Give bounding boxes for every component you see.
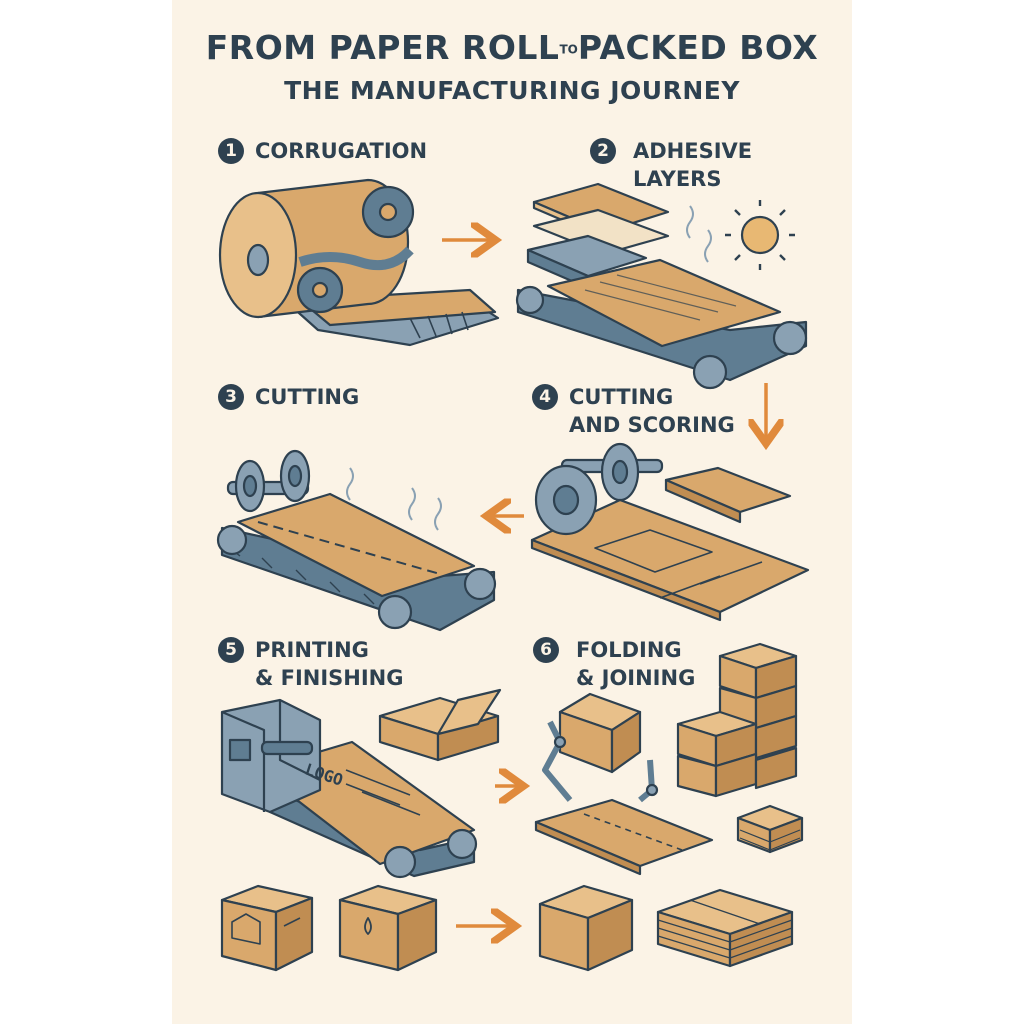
step-2-title-line1: ADHESIVE — [633, 139, 753, 163]
step-1-number: 1 — [218, 138, 244, 164]
step-4-label: 4 CUTTING AND SCORING — [532, 383, 735, 439]
step-4-title-line2: AND SCORING — [569, 413, 735, 437]
step-5-number: 5 — [218, 637, 244, 663]
step-6-title-line1: FOLDING — [576, 638, 682, 662]
step-1-label: 1 CORRUGATION — [218, 137, 427, 165]
step-3-number: 3 — [218, 384, 244, 410]
step-6-number: 6 — [533, 637, 559, 663]
title-part-start: FROM PAPER ROLL — [205, 28, 560, 67]
step-1-title: CORRUGATION — [255, 139, 428, 163]
box-with-handle-icon — [220, 884, 314, 972]
adhesive-layers-illustration — [515, 182, 808, 390]
bottom-box-row — [220, 884, 794, 972]
step-2-number: 2 — [590, 138, 616, 164]
step-2-title-line2: LAYERS — [633, 167, 722, 191]
step-3-label: 3 CUTTING — [218, 383, 359, 411]
step-5-label: 5 PRINTING & FINISHING — [218, 636, 404, 692]
step-3-title: CUTTING — [255, 385, 360, 409]
flat-packed-stack — [656, 888, 794, 968]
title-connector: TO — [559, 42, 578, 57]
step-6-title-line2: & JOINING — [576, 666, 696, 690]
main-title: FROM PAPER ROLLTOPACKED BOX — [0, 28, 1024, 67]
step-5-title-line1: PRINTING — [255, 638, 369, 662]
finished-box — [538, 884, 634, 972]
step-2-label: 2 ADHESIVE LAYERS — [590, 137, 752, 193]
folding-and-joining-illustration — [534, 642, 804, 876]
step-5-title-line2: & FINISHING — [255, 666, 404, 690]
cutting-and-scoring-illustration — [530, 442, 810, 622]
cutting-conveyor-illustration — [216, 449, 497, 632]
stacked-boxes — [676, 642, 798, 798]
step-6-label: 6 FOLDING & JOINING — [533, 636, 695, 692]
step-4-number: 4 — [532, 384, 558, 410]
subtitle: THE MANUFACTURING JOURNEY — [284, 76, 740, 105]
title-part-end: PACKED BOX — [577, 28, 819, 67]
printing-press-illustration: LOGO — [220, 688, 502, 879]
box-with-droplet-icon — [338, 884, 438, 972]
step-4-title-line1: CUTTING — [569, 385, 674, 409]
corrugation-machine-illustration — [218, 178, 500, 347]
